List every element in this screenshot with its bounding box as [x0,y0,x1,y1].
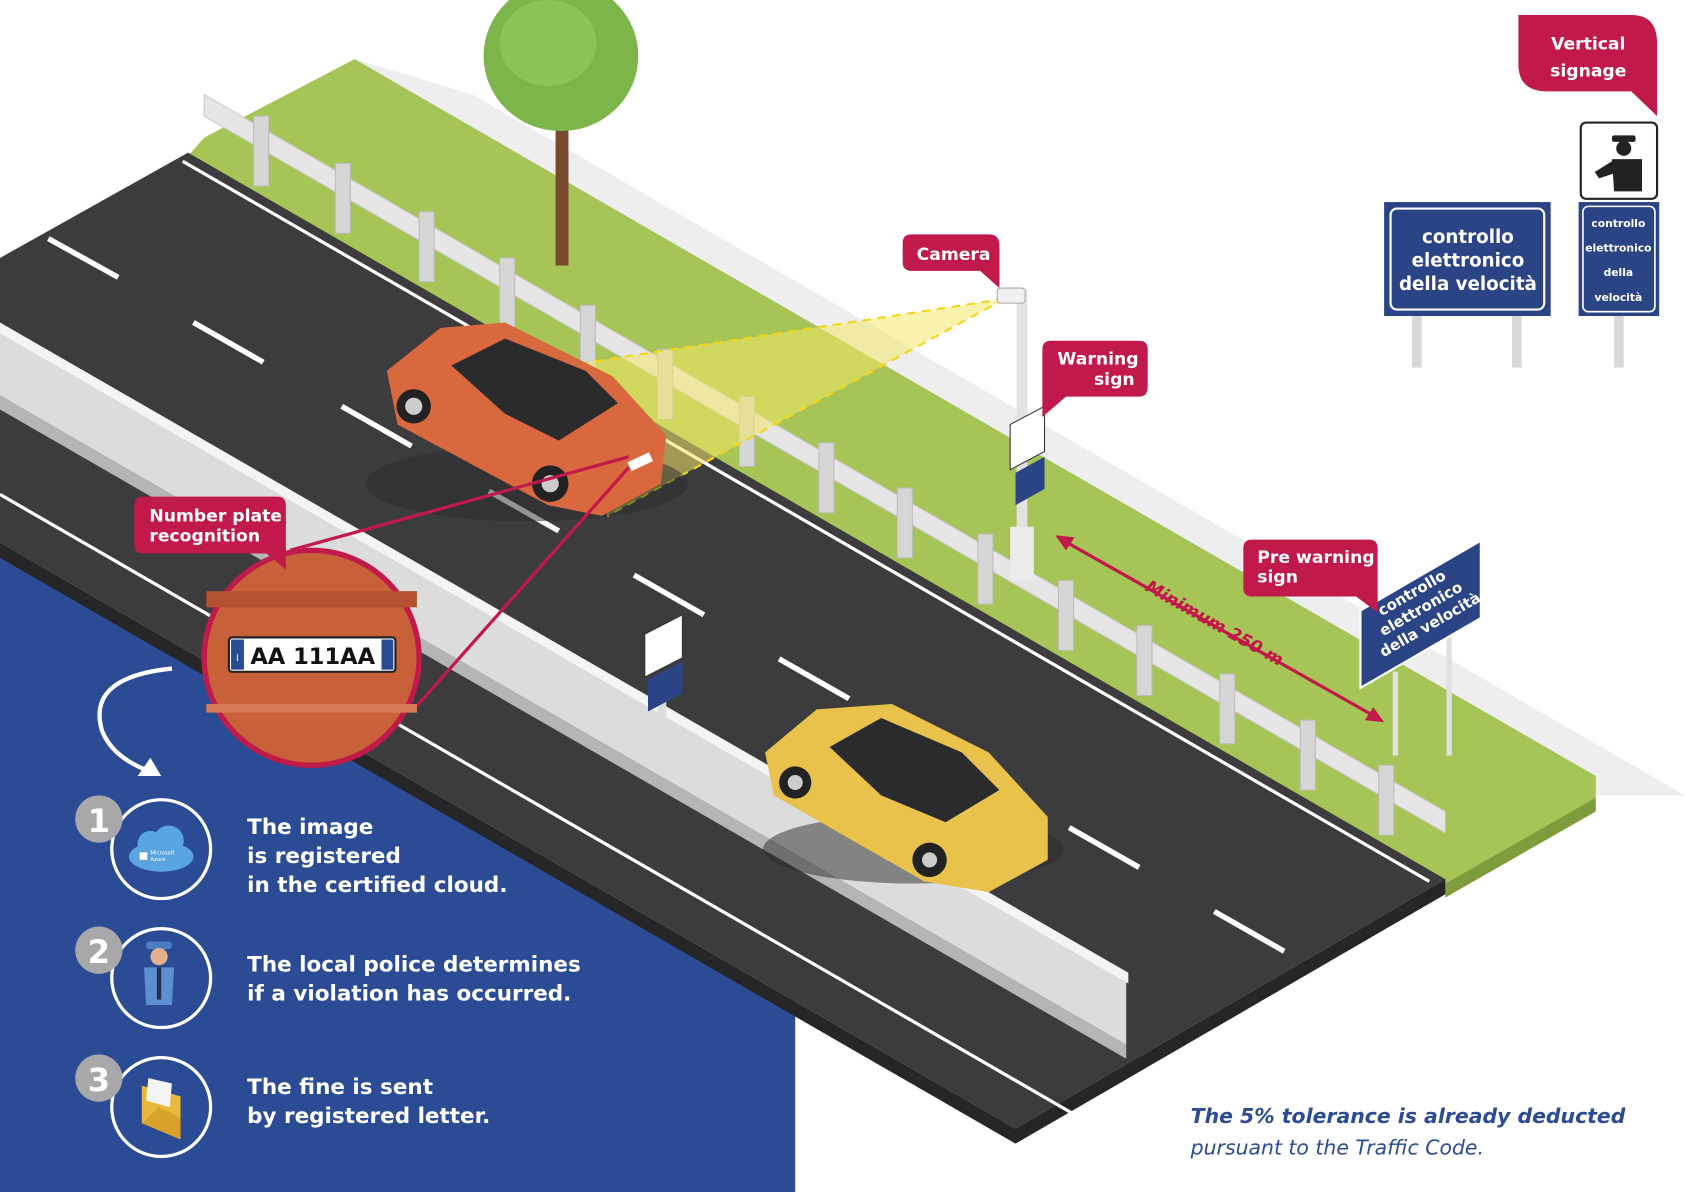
envelope-icon [141,1078,181,1140]
plate-number: AA 111AA [250,644,375,670]
step-number: 2 [88,933,110,971]
beam-edge [553,297,1005,369]
yellow-car [762,704,1064,893]
tree [483,0,639,266]
large-sign-line: controllo [1422,227,1514,248]
callout-prewarning-label: sign [1257,568,1298,588]
callout-camera-label: Camera [917,245,991,265]
police-officer-icon [143,941,175,1005]
license-plate [227,636,397,673]
step-1: 1 Microsoft Azure The image is registere… [75,795,507,901]
camera-beam [553,298,1005,516]
callout-vertical-signage: Vertical signage [1518,15,1658,117]
step-2: 2 The local police determines if a viola… [75,926,581,1030]
large-sign-line: elettronico [1412,251,1525,272]
callout-warning-sign: Warning sign [1042,340,1148,418]
blue-panel [0,542,796,1192]
large-sign-line: della velocità [1399,274,1537,295]
vertical-signage-examples: controllo elettronico della velocità con… [1384,121,1660,368]
footnote-line-1: The 5% tolerance is already deducted [1191,1104,1626,1128]
median-warning-sign [644,613,683,748]
callout-plate-label: recognition [149,527,260,547]
tall-sign-line: della [1604,266,1634,279]
step-number: 3 [88,1061,110,1099]
step-number: 1 [88,802,110,840]
tall-sign-line: velocità [1595,291,1643,304]
magnifier-line [289,455,630,552]
tall-sign-line: controllo [1591,217,1645,230]
callout-number-plate: Number plate recognition [134,496,286,570]
step-text: in the certified cloud. [247,873,507,898]
cloud-icon: Microsoft Azure [128,825,194,872]
road-edge-line-far [181,159,1431,883]
callout-camera: Camera [902,234,1000,289]
step-text: The local police determines [247,953,581,978]
step-text: is registered [247,844,401,869]
road [0,152,1446,1129]
callout-vertical-label: signage [1550,61,1626,81]
cloud-logo-text: Azure [150,857,166,863]
callout-warning-label: sign [1094,370,1135,390]
callout-vertical-label: Vertical [1551,34,1625,54]
cloud-logo-text: Microsoft [150,850,174,856]
callout-pre-warning: Pre warning sign [1243,539,1378,613]
step-3: 3 The fine is sent by registered letter. [75,1054,490,1159]
camera-icon [996,287,1026,304]
large-sign [1384,202,1551,317]
police-pictogram-icon [1594,135,1643,192]
callout-plate-label: Number plate [149,506,282,526]
step-text: The image [247,815,373,840]
plate-magnifier: I AA 111AA [201,547,422,768]
warning-sign-small [1009,405,1046,506]
road-edge-line-near [0,493,1076,1117]
tall-sign-line: elettronico [1585,242,1651,255]
callout-prewarning-label: Pre warning [1257,548,1374,568]
plate-country: I [236,653,239,664]
tall-sign [1578,202,1660,317]
grass-verge [188,59,1596,884]
orange-car [365,322,688,522]
step-text: The fine is sent [247,1075,433,1100]
footnote-line-2: pursuant to the Traffic Code. [1190,1135,1484,1159]
flow-arrow-icon [97,666,173,774]
step-text: if a violation has occurred. [247,982,571,1007]
callout-warning-label: Warning [1057,349,1138,369]
grass-edge [1445,797,1596,898]
step-text: by registered letter. [247,1104,490,1129]
flow-arrowhead [137,757,162,777]
magnifier-line [412,466,630,711]
